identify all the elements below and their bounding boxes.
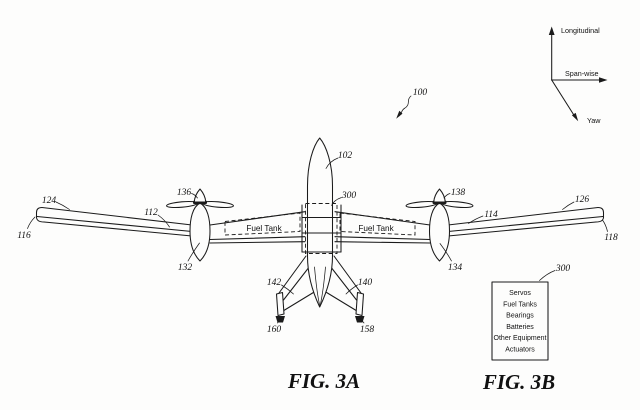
equipment-item-bearings: Bearings <box>506 313 534 320</box>
yaw-axis-arrow <box>551 79 576 117</box>
right-fuel-tank-outline <box>339 212 416 236</box>
equipment-item-fuel-tanks: Fuel Tanks <box>503 301 537 308</box>
ref-116: 116 <box>17 231 31 241</box>
ref-132: 132 <box>178 263 193 273</box>
fig3b-caption: FIG. 3B <box>482 370 555 394</box>
axis-label-yaw: Yaw <box>587 116 601 125</box>
ref-142: 142 <box>267 278 282 288</box>
reference-numerals: 100 102 300 112 114 116 118 124 126 132 … <box>17 88 618 335</box>
ref-100-arrowhead <box>396 110 403 119</box>
ref-100: 100 <box>413 88 428 98</box>
leader-lines <box>27 95 608 324</box>
ref-140: 140 <box>358 278 373 288</box>
left-tail-endplate <box>275 291 285 317</box>
ref-102: 102 <box>338 151 353 161</box>
ref-112: 112 <box>144 208 158 218</box>
tail-cone-lines <box>314 266 326 306</box>
right-nacelle <box>405 188 474 262</box>
axis-label-spanwise: Span-wise <box>565 69 599 78</box>
left-spinner <box>193 188 207 203</box>
ref-134: 134 <box>448 263 463 273</box>
right-inner-wing-panel <box>334 211 431 244</box>
right-tail-boom <box>321 255 365 323</box>
equipment-box-figure: Servos Fuel Tanks Bearings Batteries Oth… <box>491 264 571 361</box>
left-fuel-tank-outline <box>224 212 301 236</box>
center-wing-box <box>301 203 342 254</box>
left-wingtip <box>35 206 45 223</box>
ref-114: 114 <box>484 210 498 220</box>
left-tail-boom <box>275 255 319 323</box>
left-nacelle <box>166 188 234 262</box>
left-inner-wing-panel <box>209 211 306 244</box>
right-spinner <box>433 188 446 203</box>
equipment-item-other-equipment: Other Equipment <box>494 335 547 342</box>
ref-158: 158 <box>360 325 375 335</box>
equipment-box <box>491 281 549 361</box>
orientation-axes: Longitudinal Span-wise Yaw <box>548 26 608 125</box>
left-fuel-tank-label: Fuel Tank <box>246 224 282 233</box>
left-propeller <box>166 188 234 209</box>
equipment-item-batteries: Batteries <box>506 324 534 331</box>
ref-136: 136 <box>177 188 192 198</box>
ref-300-box-leader <box>539 270 556 281</box>
right-wingtip <box>595 206 605 223</box>
axis-label-longitudinal: Longitudinal <box>561 26 600 35</box>
ref-138: 138 <box>451 188 466 198</box>
right-propeller <box>405 188 474 209</box>
ref-300-box: 300 <box>555 264 571 274</box>
ref-160: 160 <box>267 325 282 335</box>
ref-124: 124 <box>42 196 57 206</box>
right-tail-endplate <box>355 291 365 317</box>
right-fuel-tank-label: Fuel Tank <box>358 224 394 233</box>
equipment-item-servos: Servos <box>509 290 531 297</box>
equipment-item-actuators: Actuators <box>505 347 535 354</box>
fig3a-caption: FIG. 3A <box>287 369 360 393</box>
fuselage <box>306 137 334 308</box>
left-outer-wing <box>35 206 193 237</box>
ref-118: 118 <box>604 233 618 243</box>
right-outer-wing <box>447 206 605 237</box>
equipment-region-outline <box>305 203 338 254</box>
ref-126: 126 <box>575 195 590 205</box>
ref-300-center: 300 <box>341 191 357 201</box>
